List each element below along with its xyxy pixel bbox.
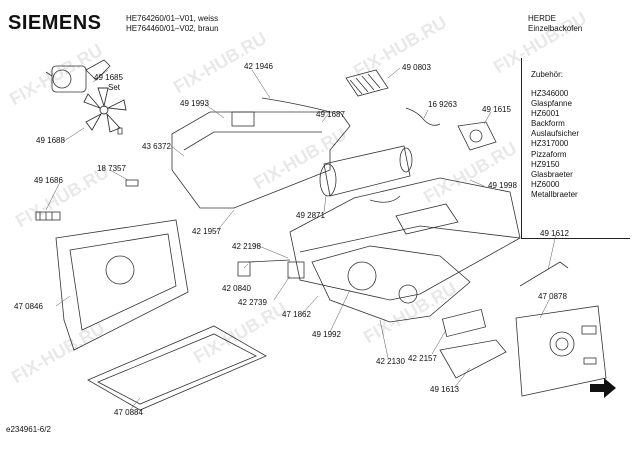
part-label-491688: 49 1688 [36,136,65,145]
part-label-491998: 49 1998 [488,181,517,190]
accessories-list: HZ346000 Glaspfanne HZ6001 Backform Ausl… [531,89,579,200]
accessory-item: Pizzaform [531,149,567,159]
category-line-1: HERDE [528,14,557,23]
module-illustration [441,308,487,338]
accessory-item: Glaspfanne [531,99,572,109]
accessory-item: HZ6000 [531,179,560,189]
model-line-2: HE764460/01–V02, braun [126,24,219,33]
oven-housing-illustration [289,177,521,301]
fan-motor-illustration [45,59,111,93]
brand-logo: SIEMENS [8,12,102,34]
part-label-421957: 42 1957 [192,227,221,236]
fan-cover-illustration [311,245,471,323]
part-label-491612: 49 1612 [540,229,569,238]
connector-illustration [125,179,139,187]
part-label-470846: 47 0846 [14,302,43,311]
accessory-item: Backform [531,119,565,129]
part-label-set: Set [108,83,121,92]
accessories-title: Zubehör: [531,70,564,79]
part-label-421946: 42 1946 [244,62,273,71]
accessory-item: Auslaufsicher [531,129,580,139]
part-label-491613: 49 1613 [430,385,459,394]
part-label-492871: 49 2871 [296,211,325,220]
cable-illustration [405,107,441,126]
fan-blade-illustration [83,87,127,133]
part-label-422130: 42 2130 [376,357,405,366]
terminal-block-illustration [35,211,61,221]
part-label-491615: 49 1615 [482,105,511,114]
part-label-169263: 16 9263 [428,100,457,109]
sensor-illustration [237,259,305,279]
control-panel-illustration [515,305,607,397]
part-label-470878: 47 0878 [538,292,567,301]
part-label-491686: 49 1686 [34,176,63,185]
wire-illustration [519,261,569,287]
part-label-491687: 49 1687 [316,110,345,119]
part-label-422157: 42 2157 [408,354,437,363]
part-label-471862: 47 1862 [282,310,311,319]
part-label-420840: 42 0840 [222,284,251,293]
accessory-item: HZ346000 [531,89,569,98]
tangential-fan-illustration [319,145,413,197]
part-label-491685: 49 1685 [94,73,123,82]
arrow-right-icon [590,378,616,398]
accessory-item: HZ6001 [531,109,560,119]
tray-illustration [87,325,267,411]
accessory-item: Glasbraeter [531,169,573,179]
screw-illustration [117,127,123,135]
accessory-item: Metallbraeter [531,189,578,199]
model-line-1: HE764260/01–V01, weiss [126,14,219,23]
part-label-436372: 43 6372 [142,142,171,151]
part-label-422739: 42 2739 [238,298,267,307]
part-label-470884: 47 0884 [114,408,143,417]
front-cover-illustration [439,339,507,379]
accessories-bracket [521,58,630,239]
clip-illustration [457,121,497,151]
accessory-item: HZ317000 [531,139,569,149]
part-label-187357: 18 7357 [97,164,126,173]
heatsink-illustration [345,69,389,97]
rear-bracket-illustration [171,97,351,209]
accessory-item: HZ9150 [531,159,560,169]
part-label-491992: 49 1992 [312,330,341,339]
part-label-491993: 49 1993 [180,99,209,108]
document-code: e234961-6/2 [6,425,51,434]
part-label-490803: 49 0803 [402,63,431,72]
category-line-2: Einzelbackofen [528,24,583,33]
part-label-422198: 42 2198 [232,242,261,251]
door-frame-illustration [55,219,189,351]
